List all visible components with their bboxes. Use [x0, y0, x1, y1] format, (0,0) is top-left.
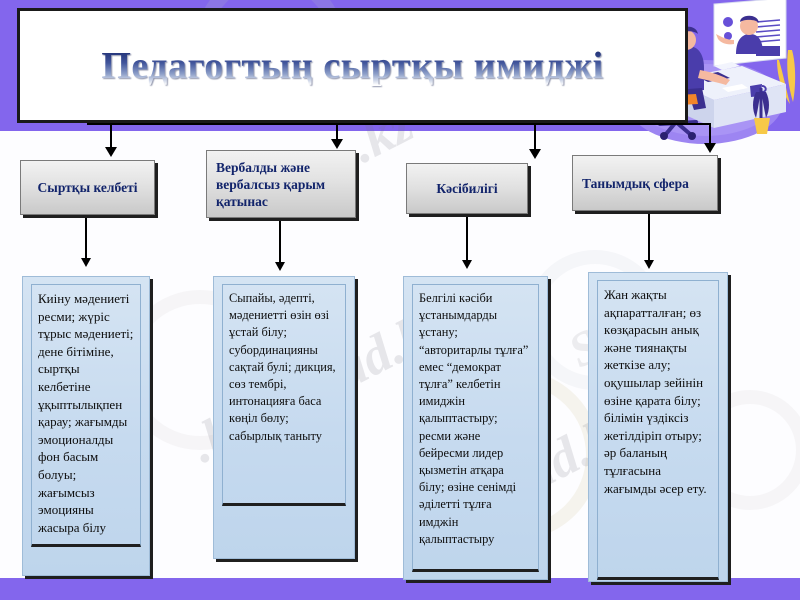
content-inner-professionalism: Белгілі кәсіби ұстанымдарды ұстану; “авт…: [412, 284, 539, 572]
content-box-professionalism[interactable]: Белгілі кәсіби ұстанымдарды ұстану; “авт…: [403, 276, 548, 580]
content-text-professionalism: Белгілі кәсіби ұстанымдарды ұстану; “авт…: [419, 291, 532, 546]
content-inner-cognitive-sphere: Жан жақты ақпаратталған; өз көзқарасын а…: [597, 280, 719, 580]
connector-down-4: [709, 123, 711, 145]
connector-horizontal-bus: [87, 123, 710, 125]
arrowhead-content-4: [644, 260, 654, 269]
connector-down-2: [336, 123, 338, 141]
category-box-verbal-nonverbal[interactable]: Вербалды және вербалсыз қарым қатынас: [206, 150, 356, 218]
bottom-purple-band: [0, 578, 800, 600]
content-box-verbal-nonverbal[interactable]: Сыпайы, әдепті, мәдениетті өзін өзі ұста…: [213, 276, 355, 559]
content-inner-verbal-nonverbal: Сыпайы, әдепті, мәдениетті өзін өзі ұста…: [222, 284, 346, 506]
connector-cat-to-content-1: [85, 218, 87, 260]
arrowhead-4: [704, 143, 716, 153]
slide-title-box: Педагогтың сыртқы имиджі: [17, 8, 688, 123]
arrowhead-content-3: [462, 260, 472, 269]
arrowhead-content-2: [275, 262, 285, 271]
category-label-verbal-nonverbal: Вербалды және вербалсыз қарым қатынас: [216, 159, 326, 209]
category-box-appearance[interactable]: Сыртқы келбеті: [20, 160, 155, 215]
connector-cat-to-content-4: [648, 214, 650, 262]
category-box-professionalism[interactable]: Кәсібилігі: [406, 163, 528, 214]
category-label-cognitive-sphere: Танымдық сфера: [582, 175, 689, 191]
connector-cat-to-content-3: [466, 217, 468, 262]
arrowhead-2: [331, 139, 343, 149]
content-text-cognitive-sphere: Жан жақты ақпаратталған; өз көзқарасын а…: [604, 287, 707, 496]
arrowhead-content-1: [81, 258, 91, 267]
content-text-appearance: Киіну мәдениеті ресми; жүріс тұрыс мәден…: [38, 291, 137, 535]
arrowhead-1: [105, 147, 117, 157]
content-box-cognitive-sphere[interactable]: Жан жақты ақпаратталған; өз көзқарасын а…: [588, 272, 728, 582]
category-box-cognitive-sphere[interactable]: Танымдық сфера: [572, 155, 718, 211]
category-label-professionalism: Кәсібилігі: [436, 181, 498, 196]
connector-cat-to-content-2: [279, 221, 281, 264]
content-inner-appearance: Киіну мәдениеті ресми; жүріс тұрыс мәден…: [31, 284, 141, 547]
arrowhead-3: [529, 149, 541, 159]
connector-down-3: [534, 123, 536, 151]
category-label-appearance: Сыртқы келбеті: [37, 180, 138, 195]
page-title: Педагогтың сыртқы имиджі: [91, 41, 613, 91]
content-box-appearance[interactable]: Киіну мәдениеті ресми; жүріс тұрыс мәден…: [22, 276, 150, 576]
content-text-verbal-nonverbal: Сыпайы, әдепті, мәдениетті өзін өзі ұста…: [229, 291, 339, 443]
connector-down-1: [110, 123, 112, 149]
